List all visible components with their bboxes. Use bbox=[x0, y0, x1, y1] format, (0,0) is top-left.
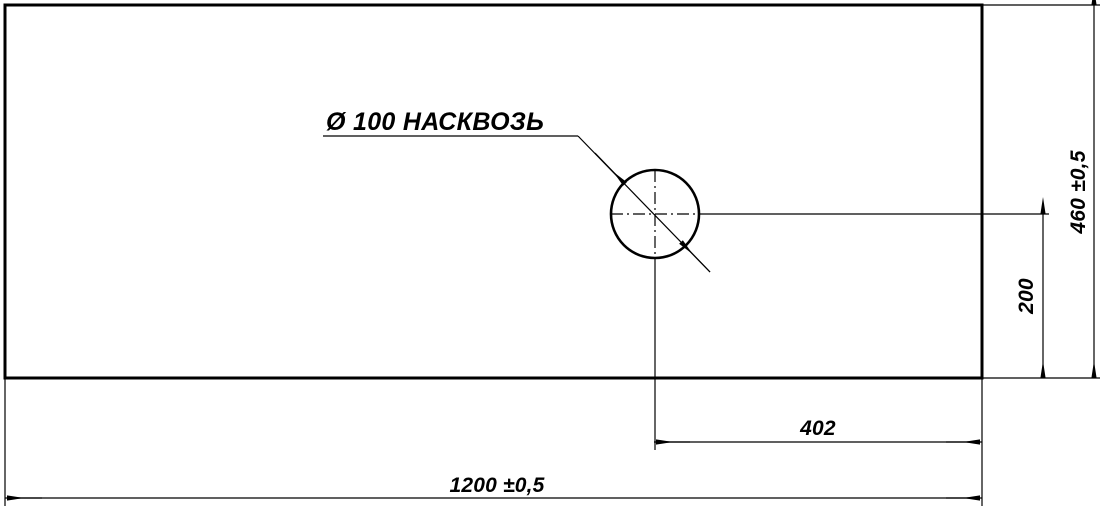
hole-callout-leader bbox=[323, 135, 711, 273]
dimension-label-width-overall: 1200 ±0,5 bbox=[449, 474, 544, 497]
dimension-width-overall: 1200 ±0,5 bbox=[5, 474, 982, 501]
dimension-hole-y-offset: 200 bbox=[1015, 197, 1046, 378]
extension-lines bbox=[4, 4, 1100, 506]
dimension-label-hole-y-offset: 200 bbox=[1015, 278, 1038, 315]
hole-callout-label: Ø 100 НАСКВОЗЬ bbox=[326, 108, 544, 136]
part-outline-rectangle bbox=[3, 3, 984, 380]
dimension-height-overall: 460 ±0,5 bbox=[1067, 0, 1097, 378]
dimension-label-hole-x-offset: 402 bbox=[799, 417, 836, 440]
dimension-label-height-overall: 460 ±0,5 bbox=[1067, 150, 1090, 234]
dimension-hole-x-offset: 402 bbox=[654, 417, 982, 445]
hole-centerlines bbox=[611, 170, 699, 258]
